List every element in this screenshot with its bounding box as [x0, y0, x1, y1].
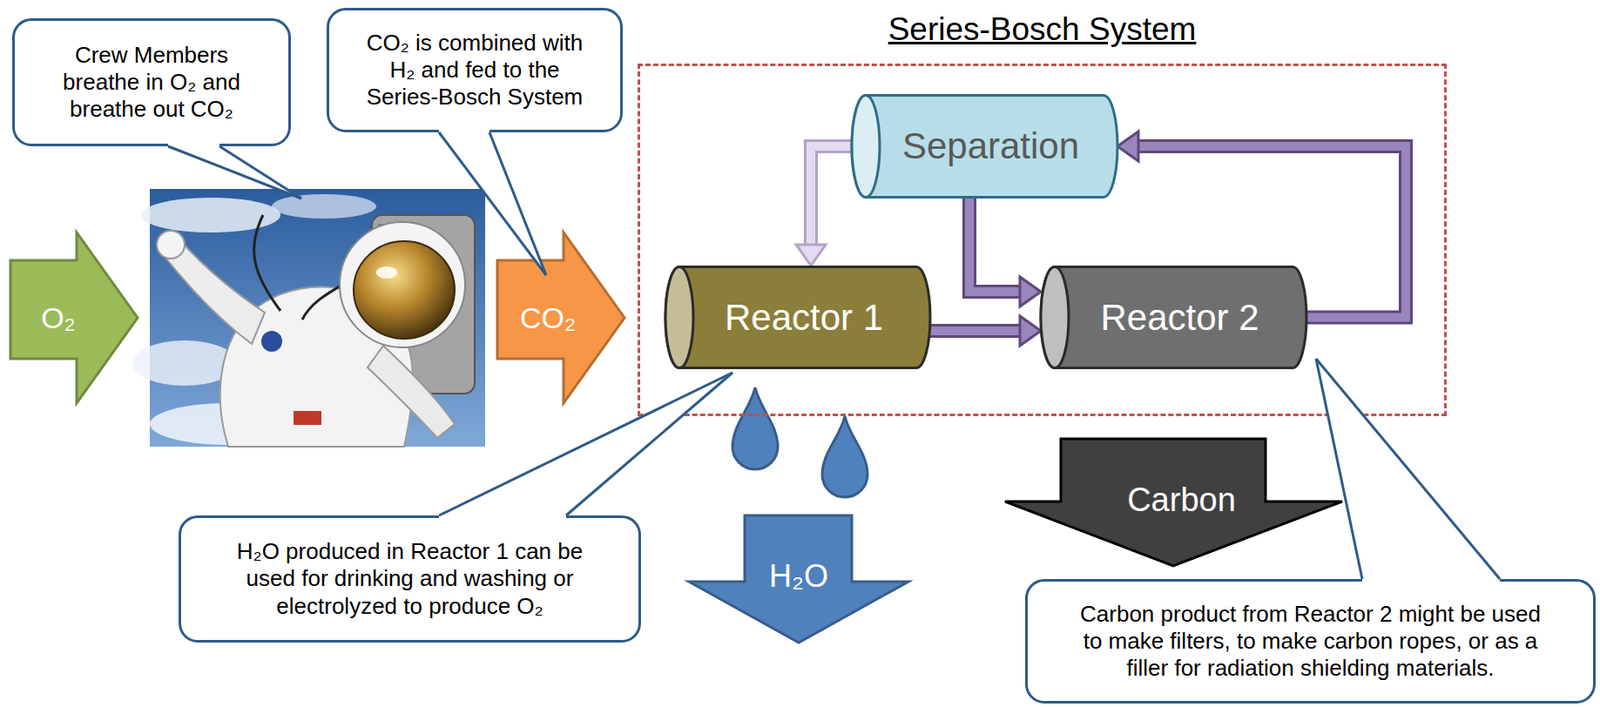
separation-unit: Separation [851, 94, 1118, 199]
arrow-fill [930, 326, 1022, 336]
cylinder-face [665, 267, 694, 369]
callout-text: Crew Members breathe in O₂ and breathe o… [54, 41, 250, 124]
flow-arrow [930, 316, 1041, 346]
unit-label: Reactor 1 [724, 297, 884, 339]
callout-tail [168, 141, 302, 199]
arrow-outline [930, 324, 1022, 338]
callout-text: Carbon product from Reactor 2 might be u… [1073, 600, 1548, 683]
cylinder-face [851, 95, 880, 198]
cylinder-body [665, 267, 931, 369]
system-title: Series-Bosch System [640, 11, 1445, 49]
arrow-fill [810, 146, 852, 247]
system-boundary: Series-Bosch SystemSeparationReactor 1Re… [637, 63, 1447, 417]
cylinder-body [851, 95, 1118, 198]
visor [353, 241, 455, 339]
glove [156, 230, 185, 259]
block-arrow [1005, 438, 1343, 567]
arrow-head [796, 244, 826, 266]
input-arrow: O₂ [10, 232, 138, 404]
block-arrow [688, 515, 909, 643]
flow-arrow [969, 198, 1041, 307]
arrow-fill [969, 198, 1022, 292]
reactor-cylinder: Reactor 1 [665, 265, 931, 370]
cloud [271, 194, 377, 219]
speech-bubble: Crew Members breathe in O₂ and breathe o… [12, 18, 291, 147]
callout-bubble: Carbon product from Reactor 2 might be u… [1025, 579, 1596, 704]
speech-bubble: CO₂ is combined with H₂ and fed to the S… [326, 7, 623, 133]
helmet [339, 222, 466, 348]
arrow-label: CO₂ [519, 301, 576, 336]
unit-label: Reactor 2 [1100, 297, 1259, 339]
arrow-outline [810, 146, 852, 247]
arrow-label: Carbon [1127, 481, 1236, 520]
input-arrow: CO₂ [497, 232, 625, 404]
visor-glint [376, 266, 398, 279]
output-arrow: Carbon [1005, 438, 1343, 567]
water-drop [732, 387, 778, 470]
water-drop [822, 416, 868, 498]
cylinder-body [1040, 267, 1307, 369]
callout-text: CO₂ is combined with H₂ and fed to the S… [357, 29, 592, 112]
callout-tail [1316, 358, 1500, 584]
arrow-label: O₂ [40, 301, 76, 336]
suit-patch [293, 411, 322, 426]
reactor-cylinder: Reactor 2 [1040, 265, 1307, 370]
callout-text: H₂O produced in Reactor 1 can be used fo… [218, 538, 602, 621]
output-arrow: H₂O [688, 515, 909, 643]
block-arrow [497, 232, 625, 404]
arrow-outline [969, 198, 1022, 292]
astronaut-photo [132, 189, 486, 447]
suit-patch [261, 330, 283, 352]
callout-tail [438, 128, 547, 276]
cloud [141, 197, 281, 233]
arrow-label: H₂O [769, 558, 829, 595]
callout-tail [438, 372, 733, 520]
callout-bubble: H₂O produced in Reactor 1 can be used fo… [178, 515, 642, 643]
suit-arm [367, 345, 455, 439]
arrow-head [1019, 276, 1041, 307]
unit-label: Separation [902, 125, 1080, 168]
arrow-head [1019, 316, 1041, 346]
arrow-head [1117, 131, 1139, 162]
flow-arrow [796, 146, 852, 266]
block-arrow [10, 232, 138, 404]
cylinder-face [1040, 267, 1069, 369]
